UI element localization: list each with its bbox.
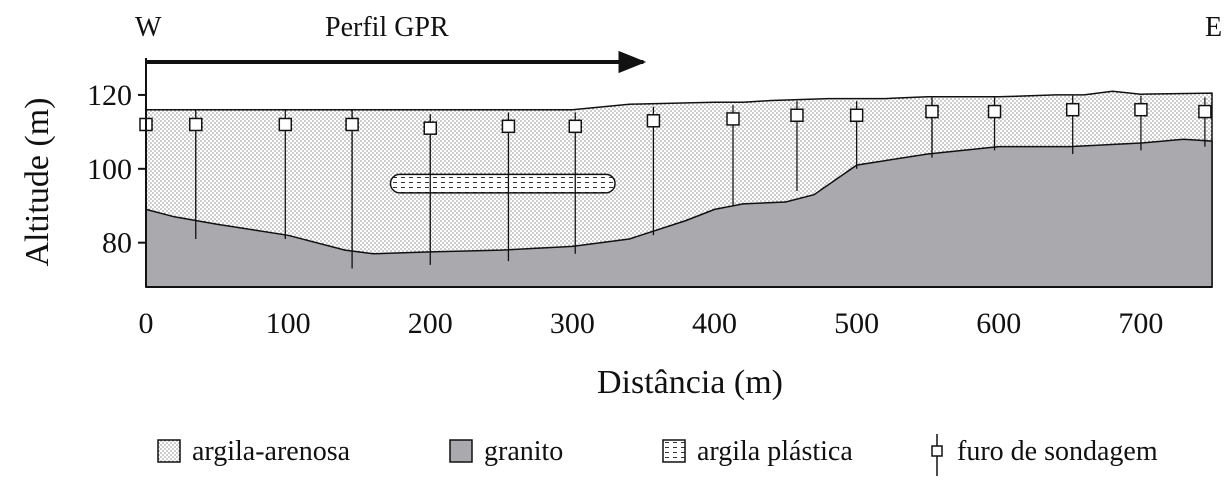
x-tick-label: 200 bbox=[408, 307, 453, 340]
borehole-marker bbox=[726, 112, 740, 126]
borehole-marker bbox=[646, 114, 661, 128]
borehole-marker bbox=[345, 117, 359, 132]
boreholes bbox=[139, 95, 1212, 269]
legend-swatch-sandy-clay bbox=[157, 439, 181, 463]
west-label: W bbox=[135, 12, 162, 43]
axes: 80 100 120 0 100 200 300 400 500 600 700 bbox=[87, 58, 1212, 340]
legend-label-granite: granito bbox=[484, 436, 563, 467]
borehole-marker bbox=[188, 117, 203, 132]
plastic-clay-lens bbox=[389, 173, 616, 194]
y-tick-label: 80 bbox=[102, 227, 132, 260]
x-ticks: 0 100 200 300 400 500 600 700 bbox=[139, 307, 1164, 340]
x-tick-label: 600 bbox=[976, 307, 1021, 340]
legend-label-borehole: furo de sondagem bbox=[957, 436, 1158, 467]
granite-layer bbox=[145, 138, 1213, 288]
x-tick-label: 700 bbox=[1118, 307, 1163, 340]
legend-borehole-icon bbox=[931, 445, 943, 457]
borehole-marker bbox=[423, 121, 438, 135]
y-tick-label: 100 bbox=[87, 153, 132, 186]
x-tick-label: 500 bbox=[834, 307, 879, 340]
borehole-marker bbox=[1198, 104, 1212, 119]
borehole-marker bbox=[1134, 102, 1148, 117]
legend-label-plastic-clay: argila plástica bbox=[697, 436, 853, 467]
x-tick-label: 100 bbox=[266, 307, 311, 340]
legend: argila-arenosa granito argila plástica f… bbox=[157, 434, 1158, 476]
x-axis-label: Distância (m) bbox=[597, 364, 783, 401]
x-tick-label: 400 bbox=[692, 307, 737, 340]
y-axis-label: Altitude (m) bbox=[19, 97, 56, 266]
legend-label-sandy-clay: argila-arenosa bbox=[192, 436, 351, 467]
legend-swatch-plastic-clay bbox=[662, 439, 686, 463]
east-label: E bbox=[1205, 12, 1222, 43]
y-ticks: 80 100 120 bbox=[87, 79, 146, 260]
borehole-marker bbox=[278, 117, 293, 132]
y-tick-label: 120 bbox=[87, 79, 132, 112]
borehole-marker bbox=[568, 119, 582, 134]
gpr-profile-label: Perfil GPR bbox=[325, 12, 449, 43]
legend-swatch-granite bbox=[449, 439, 473, 463]
x-tick-label: 0 bbox=[139, 307, 154, 340]
borehole-marker bbox=[987, 104, 1002, 119]
borehole-marker bbox=[849, 108, 864, 122]
x-tick-label: 300 bbox=[550, 307, 595, 340]
borehole-marker bbox=[1065, 102, 1080, 117]
geology-layers bbox=[145, 90, 1213, 288]
borehole-marker bbox=[925, 104, 939, 119]
borehole-marker bbox=[790, 108, 804, 122]
borehole-marker bbox=[501, 119, 516, 134]
